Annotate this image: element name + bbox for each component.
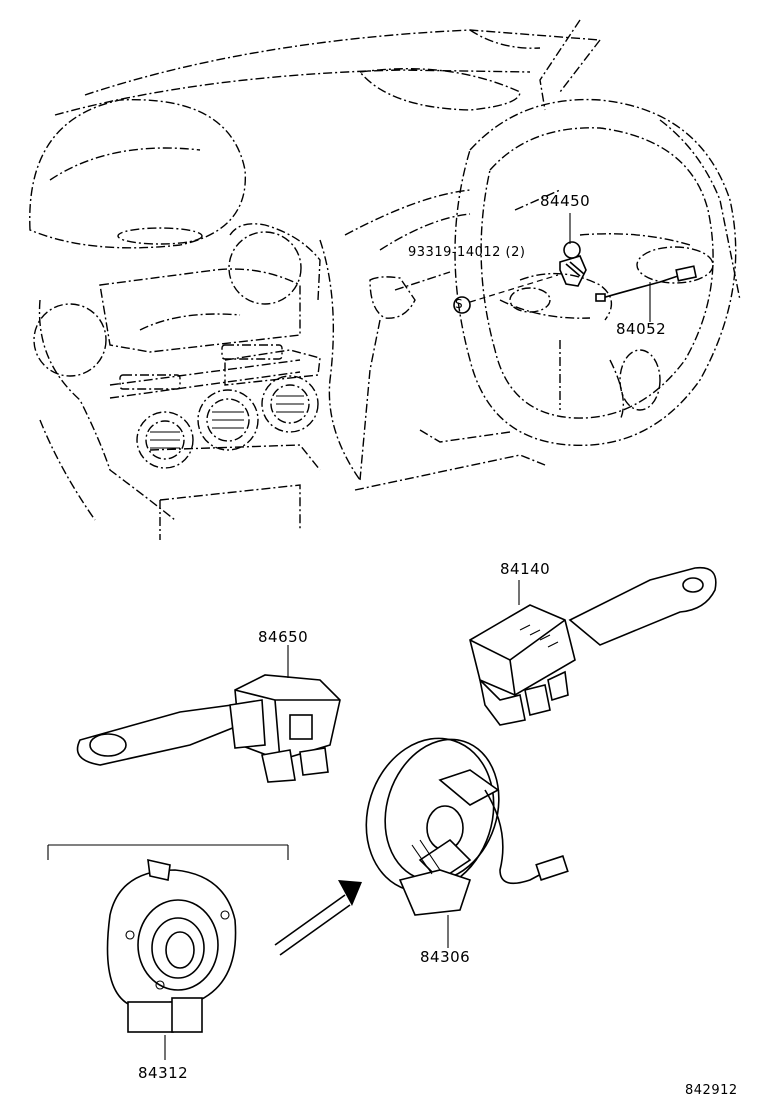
horn-button-part bbox=[559, 213, 587, 287]
part-label-84140: 84140 bbox=[500, 560, 551, 578]
part-label-84312: 84312 bbox=[138, 1064, 189, 1082]
steering-wheel bbox=[454, 98, 737, 447]
dashboard-outline bbox=[29, 19, 741, 540]
part-label-84650: 84650 bbox=[258, 628, 309, 646]
part-label-84052: 84052 bbox=[616, 320, 667, 338]
part-label-84306: 84306 bbox=[420, 948, 471, 966]
assembly-arrow bbox=[274, 880, 362, 956]
air-vents bbox=[33, 231, 319, 469]
combination-switch-84650 bbox=[76, 645, 341, 783]
part-label-84450: 84450 bbox=[540, 192, 591, 210]
spiral-cable-84306 bbox=[365, 737, 569, 948]
part-label-93319-14012: 93319-14012 (2) bbox=[408, 245, 526, 260]
horn-wire-part bbox=[595, 265, 697, 322]
steering-column bbox=[359, 271, 451, 481]
cable-base-84312 bbox=[47, 844, 289, 1060]
screw-marker-symbol: S bbox=[455, 297, 464, 311]
figure-code: 842912 bbox=[685, 1083, 738, 1098]
combination-switch-84140 bbox=[469, 566, 717, 726]
screw-marker bbox=[453, 274, 559, 314]
